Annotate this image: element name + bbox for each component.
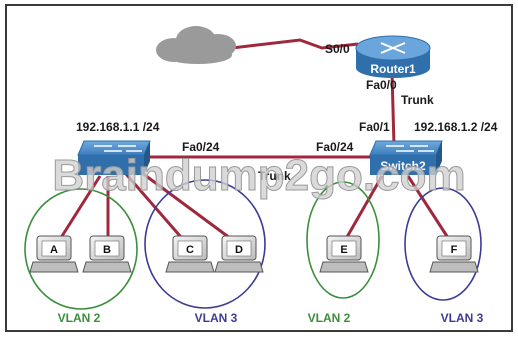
label-router-fa00: Fa0/0 <box>366 78 397 92</box>
link-pc-d <box>137 168 239 246</box>
pc-b: B <box>82 235 132 273</box>
vlan3-group-right <box>404 187 482 301</box>
link-pc-c <box>124 173 189 245</box>
label-switch2-fa01: Fa0/1 <box>359 120 390 134</box>
pc-b-label: B <box>103 244 111 256</box>
pc-f-label: F <box>451 244 458 256</box>
pc-e-label: E <box>340 244 347 256</box>
vlan-label-4: VLAN 3 <box>441 311 484 325</box>
vlan-label-1: VLAN 2 <box>58 311 101 325</box>
vlan2-group-left <box>24 188 138 310</box>
link-pc-e <box>341 175 384 245</box>
router-name: Router1 <box>370 62 416 76</box>
label-switch2-fa024: Fa0/24 <box>316 140 354 154</box>
vlan-label-2: VLAN 3 <box>195 311 238 325</box>
label-switch1-fa024: Fa0/24 <box>182 140 220 154</box>
pc-f: F <box>429 235 479 273</box>
label-trunk-horizontal: Trunk <box>258 169 291 183</box>
pc-e: E <box>319 235 369 273</box>
vlan-label-3: VLAN 2 <box>308 311 351 325</box>
switch2-icon: Switch2 <box>369 140 443 175</box>
pc-d-label: D <box>235 244 243 256</box>
pc-c-label: C <box>186 244 194 256</box>
vlan2-group-right <box>306 181 380 299</box>
watermark: Braindump2go.com <box>52 151 465 200</box>
pc-c: C <box>165 235 215 273</box>
trunk-link-router-switch2 <box>390 71 396 147</box>
label-switch1-ip: 192.168.1.1 /24 <box>76 120 160 134</box>
label-s00: S0/0 <box>325 42 350 56</box>
pc-a: A <box>29 235 79 273</box>
link-pc-a <box>55 175 102 245</box>
label-trunk-vertical: Trunk <box>401 93 434 107</box>
label-switch2-ip: 192.168.1.2 /24 <box>414 120 498 134</box>
pc-a-label: A <box>50 244 58 256</box>
vlan3-group-left <box>144 179 266 309</box>
cloud-icon <box>156 26 236 64</box>
switch1-icon <box>77 140 151 175</box>
pc-d: D <box>214 235 264 273</box>
link-pc-f <box>406 175 454 245</box>
router-icon: Router1 <box>355 35 431 78</box>
switch2-label: Switch2 <box>380 159 426 173</box>
serial-link <box>231 38 359 50</box>
